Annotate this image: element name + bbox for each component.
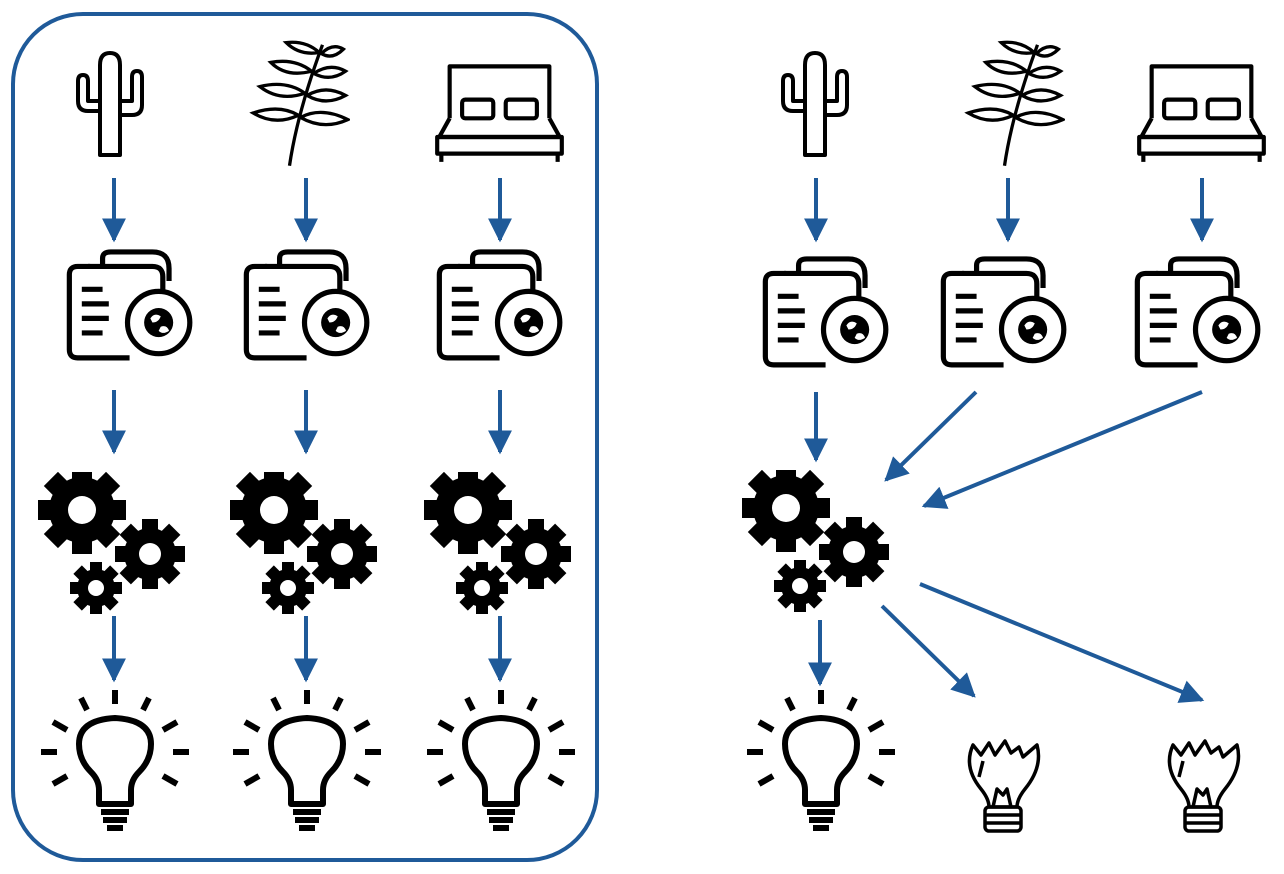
right-documents [765,259,1257,365]
broken-bulb-icon [1167,739,1241,833]
arrow [884,390,978,482]
lightbulb-on-icon [747,690,895,828]
gears-icon [742,470,889,612]
lightbulb-on-icon [41,690,189,828]
leaf-branch-icon [966,40,1065,168]
gears-icon [38,472,185,614]
camera-document-icon [439,252,559,358]
camera-document-icon [765,259,885,365]
right-arrows [804,178,1214,703]
broken-bulb-icon [967,739,1041,833]
gears-icon [230,472,377,614]
camera-document-icon [943,259,1063,365]
camera-document-icon [246,252,366,358]
leaf-branch-icon [251,40,350,168]
gears-icon [424,472,571,614]
camera-document-icon [69,252,189,358]
arrow [921,390,1203,509]
cactus-icon [78,53,142,155]
right-outputs [747,690,1241,833]
camera-document-icon [1137,259,1257,365]
bed-icon [437,66,562,162]
left-arrows [102,178,512,683]
arrow [880,604,976,698]
right-sources [783,40,1264,168]
lightbulb-on-icon [427,690,575,828]
group-frame [11,12,599,862]
cactus-icon [783,53,847,155]
bed-icon [1139,66,1264,162]
arrow [919,582,1205,703]
lightbulb-on-icon [233,690,381,828]
